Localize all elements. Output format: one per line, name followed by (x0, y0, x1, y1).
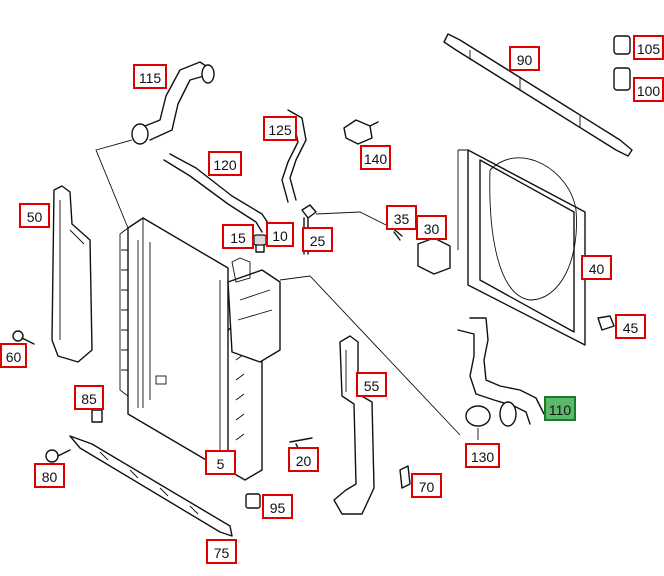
callout-80[interactable]: 80 (34, 463, 65, 488)
clip-45-drawing (597, 315, 615, 331)
callout-45[interactable]: 45 (615, 314, 646, 339)
rail-drawing (443, 33, 633, 157)
callout-50[interactable]: 50 (19, 203, 50, 228)
side-panel-right-drawing (333, 335, 375, 515)
callout-130[interactable]: 130 (465, 443, 500, 468)
callout-20[interactable]: 20 (288, 447, 319, 472)
switch-drawing (389, 225, 451, 275)
callout-110-selected[interactable]: 110 (544, 396, 576, 421)
callout-100[interactable]: 100 (633, 77, 664, 102)
callout-10[interactable]: 10 (266, 222, 294, 247)
callout-120[interactable]: 120 (208, 151, 242, 176)
callout-35[interactable]: 35 (386, 205, 417, 230)
hose-115-drawing (95, 61, 215, 229)
callout-140[interactable]: 140 (360, 145, 391, 170)
callout-60[interactable]: 60 (0, 343, 27, 368)
callout-25[interactable]: 25 (302, 227, 333, 252)
callout-125[interactable]: 125 (263, 116, 297, 141)
bracket-drawing (613, 35, 631, 91)
clip-140-drawing (343, 119, 379, 145)
callout-40[interactable]: 40 (581, 255, 612, 280)
lower-seal-drawing (69, 435, 233, 537)
callout-5[interactable]: 5 (205, 450, 236, 475)
callout-105[interactable]: 105 (633, 35, 664, 60)
callout-85[interactable]: 85 (74, 385, 104, 410)
callout-115[interactable]: 115 (133, 64, 167, 89)
cap-drawing (253, 234, 267, 253)
callout-75[interactable]: 75 (206, 539, 237, 564)
callout-95[interactable]: 95 (262, 494, 293, 519)
callout-55[interactable]: 55 (356, 372, 387, 397)
fan-shroud-drawing (457, 149, 586, 346)
callout-30[interactable]: 30 (416, 215, 447, 240)
callout-70[interactable]: 70 (411, 473, 442, 498)
expansion-tank-drawing (227, 257, 461, 436)
side-panel-left-drawing (51, 185, 93, 363)
small-parts-drawing (12, 330, 411, 509)
callout-90[interactable]: 90 (509, 46, 540, 71)
callout-15[interactable]: 15 (222, 224, 254, 249)
hose-110-drawing (457, 317, 545, 440)
